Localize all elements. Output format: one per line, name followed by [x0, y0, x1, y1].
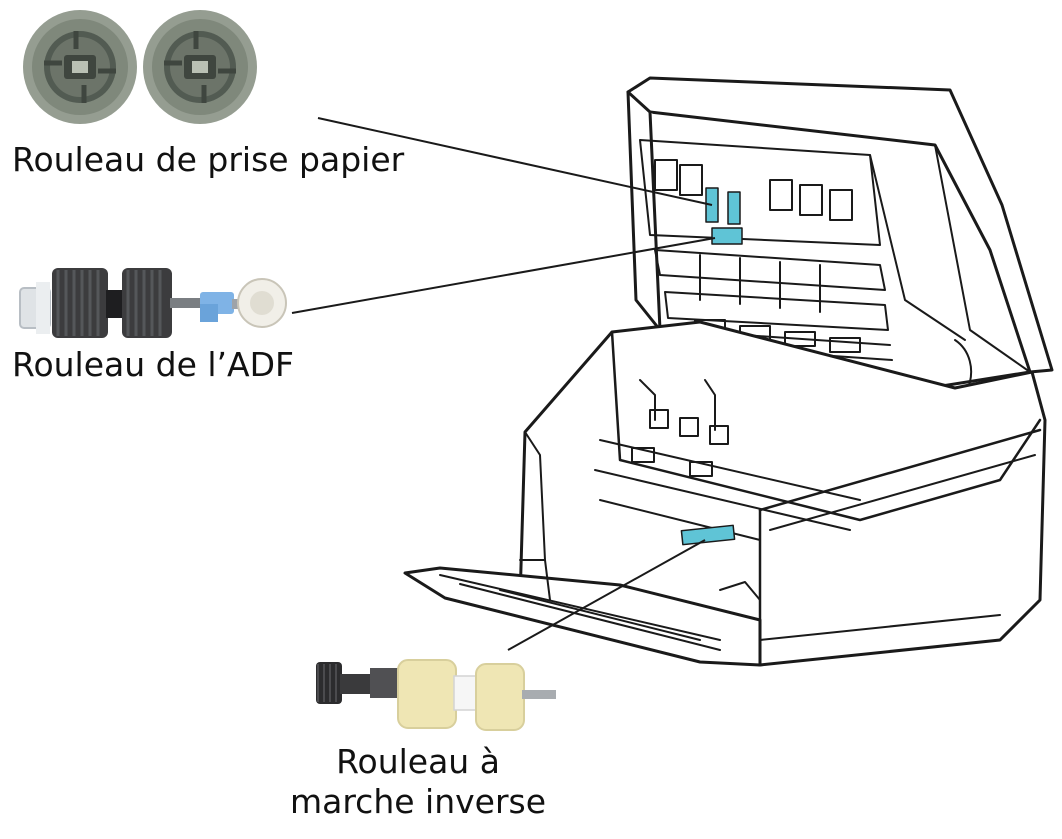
- callout-line-reverse: [507, 539, 706, 651]
- reverse-roller-icon: [316, 659, 556, 731]
- scanner-lid: [626, 76, 1054, 374]
- reverse-roller-highlight: [680, 524, 736, 546]
- label-pick-roller: Rouleau de prise papier: [12, 140, 405, 179]
- label-adf-roller: Rouleau de l’ADF: [12, 345, 295, 384]
- scanner-illustration: [403, 76, 1054, 667]
- label-reverse-roller-line1: Rouleau à: [336, 742, 500, 781]
- callout-line-pick: [317, 117, 713, 206]
- label-reverse-roller: Rouleau à marche inverse: [268, 742, 568, 821]
- adf-roller-icon: [19, 268, 287, 338]
- callout-line-adf: [291, 237, 716, 314]
- adf-roller-highlight: [711, 227, 743, 245]
- pick-roller-pair-icon: [23, 10, 257, 124]
- label-reverse-roller-line2: marche inverse: [289, 781, 547, 821]
- callout-lines: [291, 117, 716, 651]
